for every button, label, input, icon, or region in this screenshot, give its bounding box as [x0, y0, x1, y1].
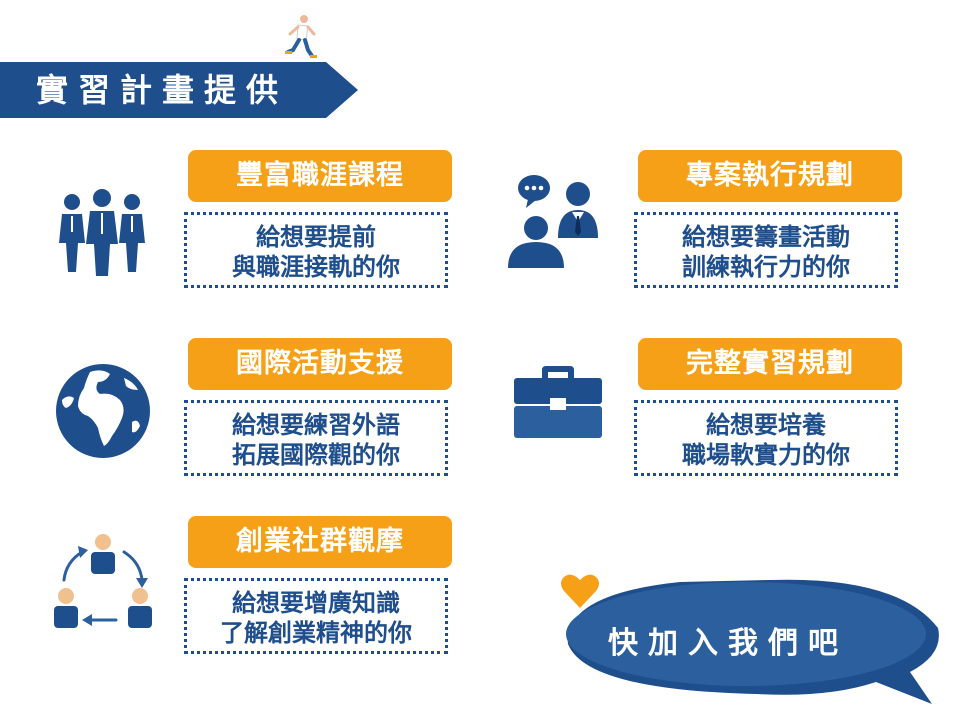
card-description: 給想要提前 與職涯接軌的你: [184, 212, 448, 288]
briefcase-icon: [514, 366, 602, 438]
description-line: 訓練執行力的你: [682, 253, 850, 281]
description-line: 給想要籌畫活動: [682, 223, 850, 251]
cta-label: 快加入我們吧: [608, 626, 848, 661]
card-title: 創業社群觀摩: [188, 516, 452, 568]
description-line: 拓展國際觀的你: [232, 441, 400, 469]
runner-icon: [285, 15, 317, 58]
description-line: 給想要增廣知識: [232, 589, 400, 617]
team-people-icon: [59, 189, 145, 276]
description-line: 給想要培養: [706, 411, 826, 439]
card-description: 給想要籌畫活動 訓練執行力的你: [634, 212, 898, 288]
card-title: 完整實習規劃: [638, 338, 902, 390]
community-cycle-icon: [54, 534, 152, 628]
card-title: 豐富職涯課程: [188, 150, 452, 202]
description-line: 與職涯接軌的你: [232, 253, 400, 281]
join-us-bubble: 快加入我們吧: [560, 572, 952, 708]
card-description: 給想要練習外語 拓展國際觀的你: [184, 400, 448, 476]
description-line: 了解創業精神的你: [220, 619, 412, 647]
card-title: 專案執行規劃: [638, 150, 902, 202]
description-line: 給想要提前: [256, 223, 376, 251]
banner-arrow-shape: [0, 62, 358, 118]
card-title: 國際活動支援: [188, 338, 452, 390]
consultation-icon: [508, 175, 598, 268]
card-description: 給想要增廣知識 了解創業精神的你: [184, 578, 448, 654]
heart-icon: [561, 574, 599, 608]
description-line: 職場軟實力的你: [682, 441, 850, 469]
card-description: 給想要培養 職場軟實力的你: [634, 400, 898, 476]
page-title: 實習計畫提供: [36, 71, 289, 109]
globe-icon: [56, 364, 150, 458]
description-line: 給想要練習外語: [232, 411, 400, 439]
speech-bubble-shape: [566, 579, 939, 704]
header-banner: 實習計畫提供: [0, 62, 358, 118]
